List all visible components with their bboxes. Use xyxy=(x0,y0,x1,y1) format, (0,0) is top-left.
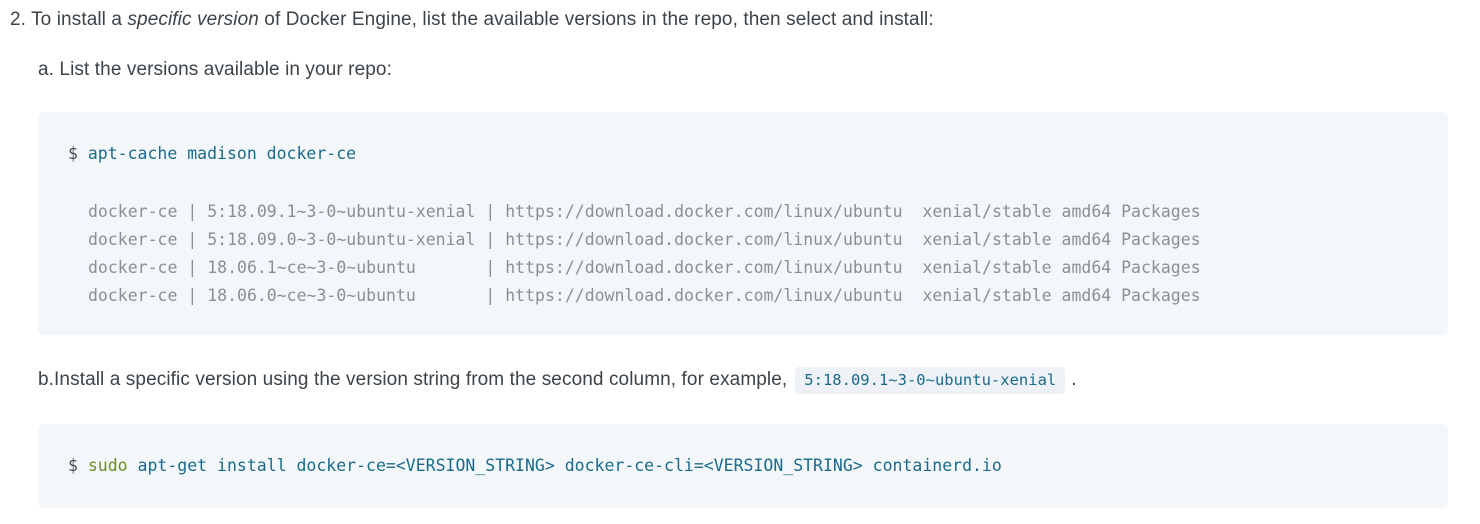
output-row: docker-ce | 18.06.0~ce~3-0~ubuntu | http… xyxy=(88,286,1201,305)
substep-b-text-after-code: . xyxy=(1071,369,1077,390)
substep-a-label: a. xyxy=(38,59,55,80)
command-keyword-sudo: sudo xyxy=(87,456,128,475)
substep-b-text-before-code: Install a specific version using the ver… xyxy=(54,369,788,390)
substep-b-label: b. xyxy=(38,369,55,390)
step-2-instruction: 2. To install a specific version of Dock… xyxy=(10,6,934,34)
shell-prompt-icon: $ xyxy=(68,456,78,475)
code-block-apt-get-install[interactable]: $ sudo apt-get install docker-ce=<VERSIO… xyxy=(38,424,1448,508)
substep-a-instruction: a. List the versions available in your r… xyxy=(38,56,392,84)
code-block-apt-cache-madison[interactable]: $ apt-cache madison docker-ce docker-ce … xyxy=(38,112,1448,335)
output-row: docker-ce | 5:18.09.1~3-0~ubuntu-xenial … xyxy=(88,202,1201,221)
step-text-before-emphasis: To install a xyxy=(26,9,128,30)
command-text-madison: apt-cache madison docker-ce xyxy=(87,144,357,163)
substep-b-instruction: b. Install a specific version using the … xyxy=(38,366,1077,394)
inline-code-version-string[interactable]: 5:18.09.1~3-0~ubuntu-xenial xyxy=(795,367,1066,394)
step-number: 2. xyxy=(10,9,27,30)
output-row: docker-ce | 18.06.1~ce~3-0~ubuntu | http… xyxy=(88,258,1201,277)
shell-prompt-icon: $ xyxy=(68,144,78,163)
command-text-install: apt-get install docker-ce=<VERSION_STRIN… xyxy=(127,456,1002,475)
command-line-install: $ sudo apt-get install docker-ce=<VERSIO… xyxy=(38,454,1448,478)
step-text-after-emphasis: of Docker Engine, list the available ver… xyxy=(258,9,934,30)
command-output-madison: docker-ce | 5:18.09.1~3-0~ubuntu-xenial … xyxy=(38,198,1448,310)
substep-a-text: List the versions available in your repo… xyxy=(54,59,392,80)
output-row: docker-ce | 5:18.09.0~3-0~ubuntu-xenial … xyxy=(88,230,1201,249)
step-emphasis-text: specific version xyxy=(127,9,259,30)
command-line-madison: $ apt-cache madison docker-ce xyxy=(38,142,1448,166)
